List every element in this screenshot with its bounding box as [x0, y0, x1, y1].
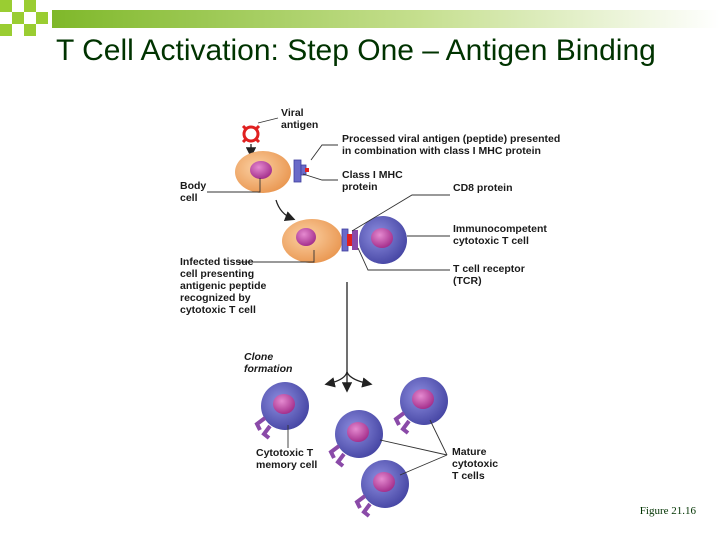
figure-caption: Figure 21.16	[639, 505, 696, 517]
body-cell-nucleus	[250, 161, 272, 179]
title-bar-decoration	[0, 0, 720, 36]
label-body-cell: Body cell	[180, 180, 209, 204]
mature-t-cell-3	[354, 460, 409, 518]
label-mature-t-cells: Mature cytotoxic T cells	[452, 446, 501, 482]
label-clone-formation: Clone formation	[244, 351, 292, 375]
label-class-i-mhc: Class I MHC protein	[342, 169, 406, 193]
viral-antigen	[241, 124, 261, 144]
label-immunocompetent-t-cell: Immunocompetent cytotoxic T cell	[453, 223, 550, 247]
mature-t-cell-1	[328, 410, 383, 468]
label-viral-antigen: Viral antigen	[281, 107, 318, 131]
label-t-cell-receptor: T cell receptor (TCR)	[453, 263, 528, 287]
class-i-mhc-protein	[293, 159, 309, 183]
slide-title: T Cell Activation: Step One – Antigen Bi…	[56, 34, 656, 67]
label-processed-antigen: Processed viral antigen (peptide) presen…	[342, 133, 563, 157]
t-cell-nucleus	[371, 228, 393, 248]
mature-t-cell-2	[393, 377, 448, 435]
leader-lines	[207, 117, 450, 476]
migration-arrow	[275, 199, 296, 222]
clone-formation-arrows	[324, 282, 373, 393]
label-memory-cell: Cytotoxic T memory cell	[256, 447, 317, 471]
label-cd8-protein: CD8 protein	[453, 182, 513, 194]
memory-t-cell	[254, 382, 309, 440]
infected-cell-nucleus	[296, 228, 316, 246]
label-infected-tissue-cell: Infected tissue cell presenting antigeni…	[180, 256, 269, 316]
mhc-tcr-complex	[341, 228, 358, 252]
